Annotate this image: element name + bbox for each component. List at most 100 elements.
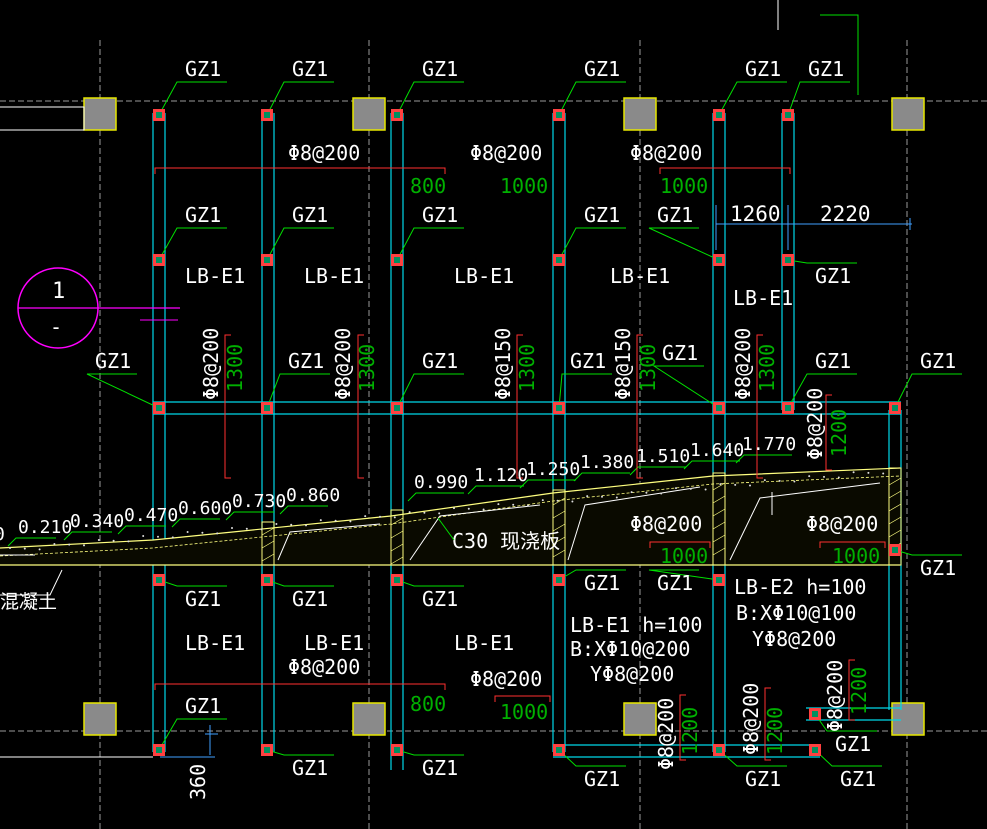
rebar-annotation: Φ8@200 [288, 655, 360, 679]
walls [152, 113, 902, 770]
width-label-vertical: 1300 [636, 344, 660, 392]
gz-label: GZ1 [185, 57, 221, 81]
gz-label: GZ1 [422, 587, 458, 611]
gz-label: GZ1 [657, 571, 693, 595]
width-label-vertical: 1200 [847, 667, 871, 715]
concrete-dot [305, 524, 307, 527]
dim-360: 360 [186, 764, 210, 800]
top-right-leaders [777, 0, 859, 95]
slab-label-lb-e1: LB-E1 [304, 264, 364, 288]
gz-label: GZ1 [584, 767, 620, 791]
elevation-label: 0.730 [232, 491, 286, 512]
gz-label: GZ1 [422, 203, 458, 227]
gz-column-core [785, 405, 791, 411]
elevation-label: 1.250 [526, 459, 580, 480]
gz-label: GZ1 [292, 203, 328, 227]
concrete-dot [601, 495, 603, 498]
slab-label-lb-e1: LB-E1 [185, 631, 245, 655]
concrete-dot [68, 543, 71, 546]
concrete-dot [245, 527, 248, 530]
gz-column-core [264, 405, 270, 411]
concrete-dot [882, 472, 885, 475]
concrete-dot [571, 500, 574, 503]
concrete-dot [497, 503, 500, 506]
concrete-dot [763, 479, 766, 482]
gz-label: GZ1 [808, 57, 844, 81]
gz-column-core [556, 747, 562, 753]
rebar-line [494, 695, 551, 702]
gz-label: GZ1 [422, 349, 458, 373]
gz-label: GZ1 [584, 571, 620, 595]
concrete-dot [852, 471, 855, 474]
concrete-dot [364, 515, 367, 518]
rebar-annotation-vertical: Φ8@200 [803, 388, 827, 460]
gz-column-core [156, 112, 162, 118]
gz-column-core [716, 577, 722, 583]
gz-leader [648, 569, 720, 581]
concrete-dot [127, 540, 130, 543]
width-label-vertical: 1300 [515, 344, 539, 392]
concrete-dot [734, 483, 737, 486]
gz-leader [558, 373, 612, 409]
gz-leader [396, 373, 464, 409]
slab-label-lb-e1: LB-E1 [304, 631, 364, 655]
axis-bubble[interactable]: 1 - [17, 267, 180, 349]
rebar-annotation-vertical: Φ8@200 [731, 328, 755, 400]
elevation-label: 0.600 [178, 498, 232, 519]
gz-column-core [264, 112, 270, 118]
rebar-line-vertical [636, 334, 643, 479]
concrete-dot [867, 471, 870, 474]
concrete-dot [527, 504, 529, 507]
concrete-note: 混凝土 [0, 591, 57, 613]
gz-label: GZ1 [835, 732, 871, 756]
concrete-dot [23, 547, 26, 550]
gz-column-core [264, 577, 270, 583]
concrete-dot [275, 523, 278, 526]
concrete-dot [260, 528, 263, 531]
gz-label: GZ1 [662, 341, 698, 365]
gz-column-core [556, 257, 562, 263]
slab-label-lb-e1: LB-E1 [185, 264, 245, 288]
elevation-label: 1.380 [580, 452, 634, 473]
gz-leader [558, 81, 626, 116]
gz-column-core [394, 577, 400, 583]
gz-label: GZ1 [657, 203, 693, 227]
elevation-label-partial: 0 [0, 524, 5, 545]
gz-column-core [156, 747, 162, 753]
rebar-annotation: Φ8@200 [806, 512, 878, 536]
gz-leader [894, 549, 962, 556]
slab-label-lb-e1: LB-E1 [610, 264, 670, 288]
gz-label: GZ1 [95, 349, 131, 373]
concrete-dot [556, 499, 559, 502]
gz-label: GZ1 [185, 203, 221, 227]
gz-leader [266, 227, 334, 261]
gz-leader [787, 373, 857, 409]
lb-e1-spec-line1: LB-E1 h=100 [570, 613, 702, 637]
width-label-vertical: 1300 [755, 344, 779, 392]
concrete-dot [393, 516, 396, 519]
gz-leader [648, 227, 720, 261]
gz-column-core [394, 257, 400, 263]
gz-column-core [394, 405, 400, 411]
axis-bubble-top: 1 [52, 279, 65, 304]
gz-leader [787, 259, 857, 264]
concrete-dot [645, 491, 648, 494]
concrete-dot [83, 544, 85, 547]
elevation-label: 1.770 [742, 434, 796, 455]
rebar-annotation: Φ8@200 [470, 141, 542, 165]
gz-label: GZ1 [920, 349, 956, 373]
gz-leader [86, 373, 160, 409]
gz-label: GZ1 [292, 756, 328, 780]
rebar-line-vertical [357, 334, 364, 479]
concrete-dot [823, 475, 825, 478]
gz-column-core [785, 257, 791, 263]
width-label: 1000 [832, 544, 880, 568]
concrete-dot [675, 487, 677, 490]
lb-e2-spec-line3: YΦ8@200 [752, 627, 836, 651]
gz-label: GZ1 [185, 587, 221, 611]
gz-leader [266, 373, 330, 409]
width-label-vertical: 1200 [678, 707, 702, 755]
